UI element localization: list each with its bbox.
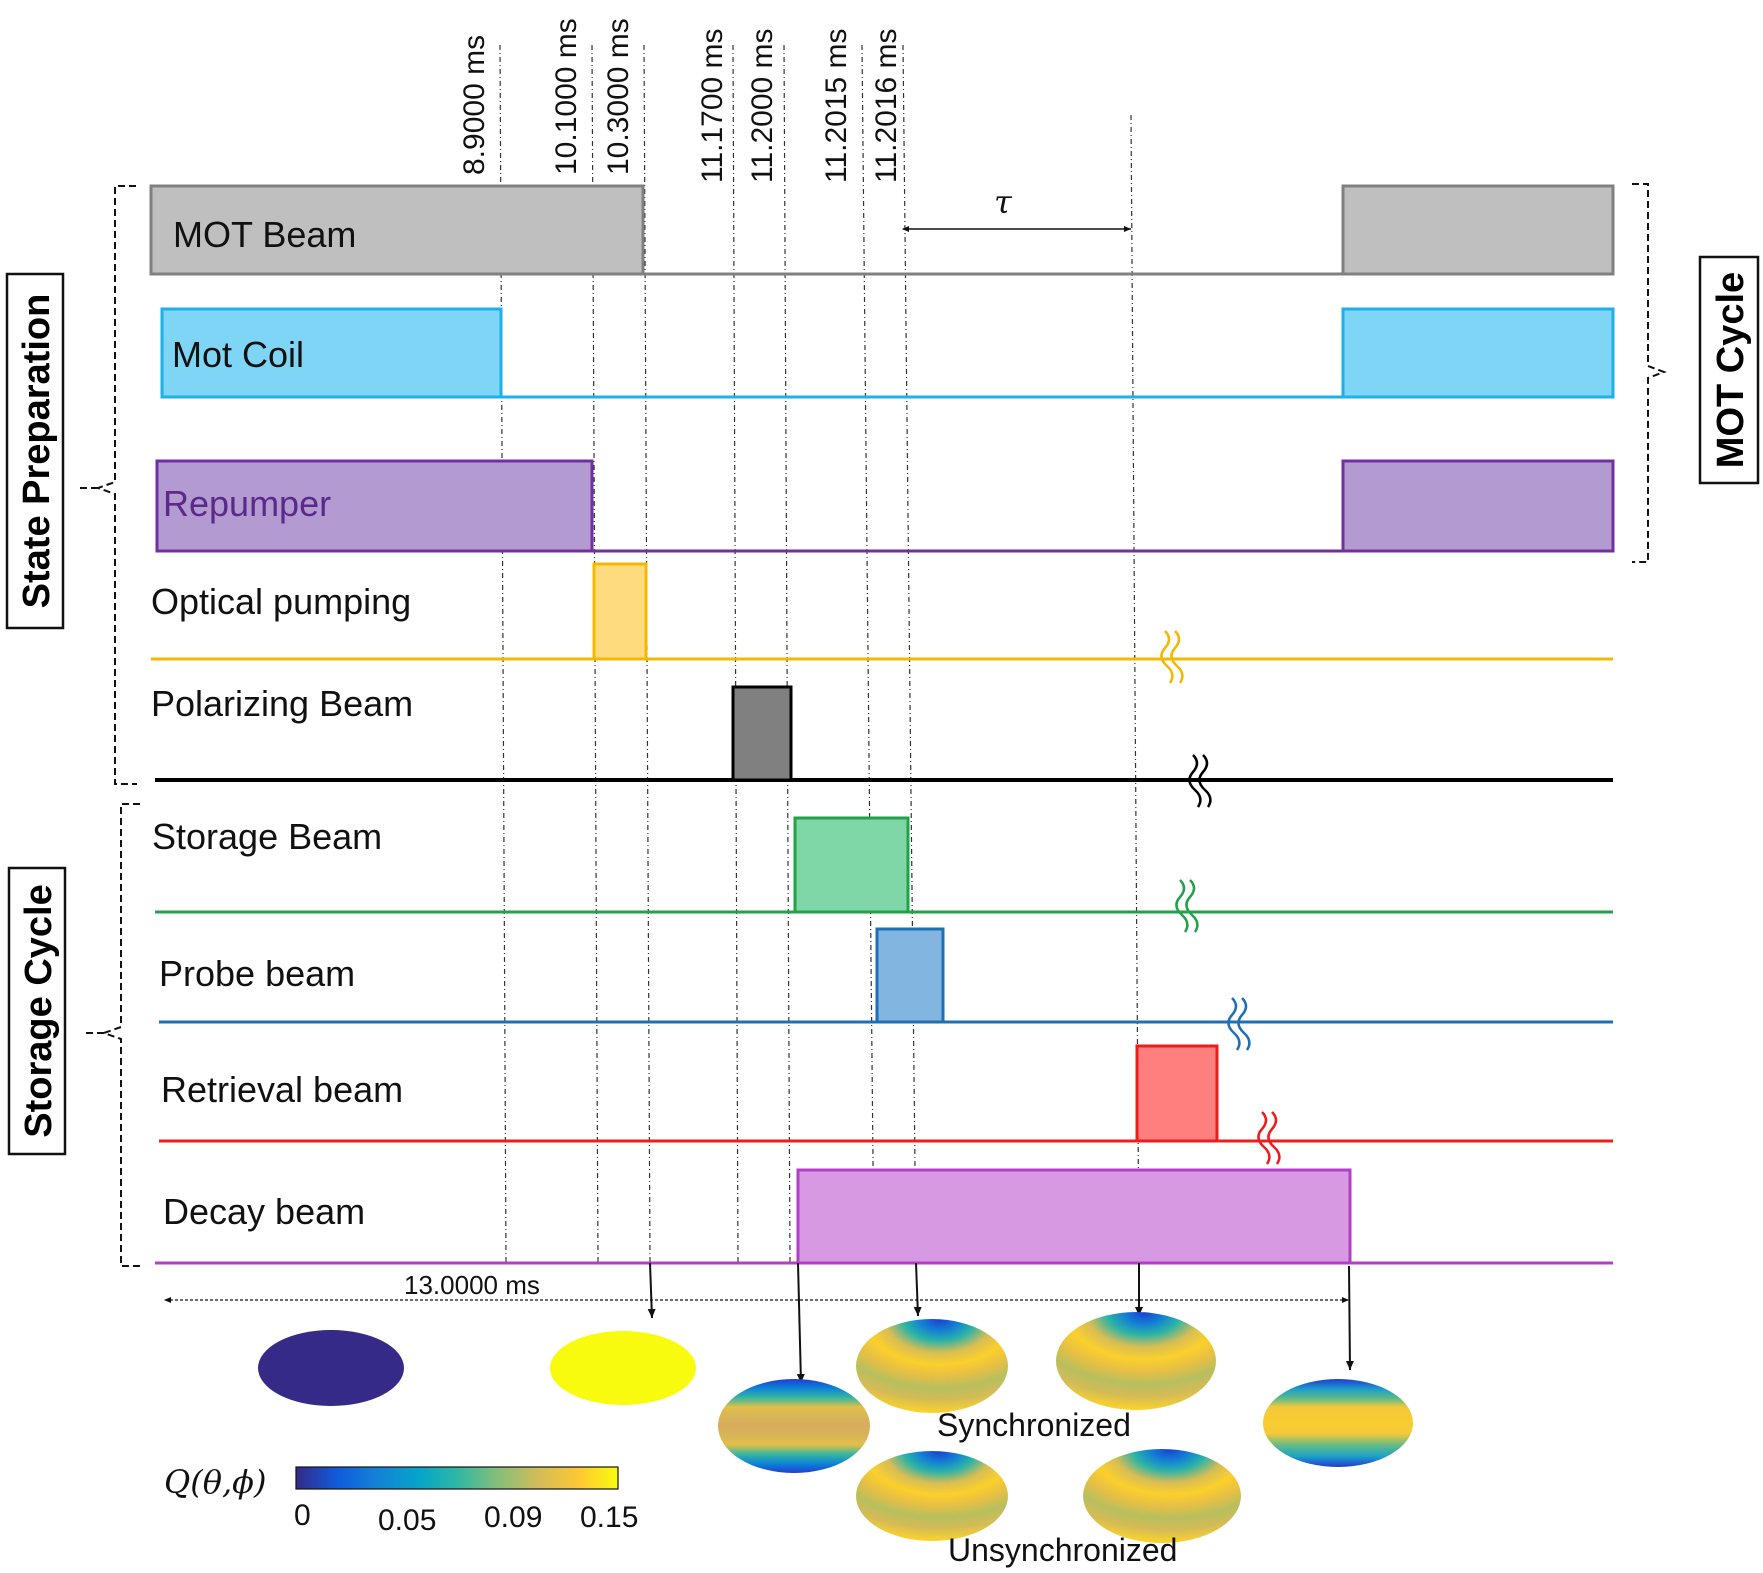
break-mark-polarizing [1188,754,1212,808]
break-mark-retrieval [1257,1111,1281,1165]
break-mark-probe [1227,997,1251,1051]
colorbar-tick-3: 0.15 [580,1501,638,1534]
group-storage-cycle: Storage Cycle [7,866,67,1156]
sphere-initial [258,1330,404,1406]
time-marker-labels: 8.9000 ms 10.1000 ms 10.3000 ms 11.1700 … [458,18,903,183]
break-mark-storage [1175,879,1199,933]
time-marker-5: 11.2015 ms [820,28,853,183]
sphere-arrows [647,1262,1354,1384]
channel-mot-beam: MOT Beam [149,184,1615,276]
sphere-decay-start [718,1379,870,1473]
channel-repumper: Repumper [155,459,1615,553]
channel-optical-pumping: Optical pumping [151,562,1613,684]
group-label-mot-cycle: MOT Cycle [1710,272,1752,468]
group-state-preparation: State Preparation [5,272,65,630]
total-duration: 13.0000 ms [164,1270,1349,1303]
sphere-unsync-1 [856,1451,1008,1541]
sphere-unsync-2 [1083,1449,1241,1543]
colorbar-label: Q(θ,ϕ) [164,1463,266,1501]
sphere-pumped [550,1331,696,1405]
colorbar: Q(θ,ϕ) 0 0.05 0.09 0.15 [164,1463,638,1537]
break-mark-optical [1160,630,1184,684]
label-repumper: Repumper [163,483,331,524]
time-marker-0: 8.9000 ms [458,35,491,175]
time-marker-3: 11.1700 ms [696,28,729,183]
label-polarizing-beam: Polarizing Beam [151,683,413,724]
sphere-sync-1 [856,1319,1008,1413]
channel-mot-coil: Mot Coil [160,307,1615,399]
channel-retrieval-beam: Retrieval beam [159,1044,1613,1165]
label-probe-beam: Probe beam [159,953,355,994]
bracket-mot-cycle [1632,183,1667,563]
colorbar-tick-2: 0.09 [484,1501,542,1534]
label-unsynchronized: Unsynchronized [948,1532,1177,1568]
time-marker-4: 11.2000 ms [746,28,779,183]
label-optical-pumping: Optical pumping [151,581,411,622]
tau-label: τ [994,183,1013,221]
label-synchronized: Synchronized [937,1407,1131,1443]
channel-probe-beam: Probe beam [159,927,1613,1051]
label-decay-beam: Decay beam [163,1191,365,1232]
bracket-storage-cycle [86,803,141,1267]
label-mot-beam: MOT Beam [173,214,356,255]
bracket-state-preparation [80,185,137,785]
group-mot-cycle: MOT Cycle [1698,255,1760,485]
label-retrieval-beam: Retrieval beam [161,1069,403,1110]
time-marker-6: 11.2016 ms [870,28,903,183]
colorbar-tick-0: 0 [294,1499,311,1532]
sphere-sync-2 [1056,1312,1216,1410]
group-label-storage-cycle: Storage Cycle [18,884,60,1137]
sphere-decay-end [1263,1379,1413,1467]
channel-polarizing-beam: Polarizing Beam [151,683,1613,808]
group-label-state-preparation: State Preparation [16,294,58,609]
channel-decay-beam: Decay beam [155,1168,1613,1265]
time-marker-2: 10.3000 ms [602,18,635,175]
tau-interval: τ [902,183,1131,232]
channel-storage-beam: Storage Beam [152,816,1613,933]
label-mot-coil: Mot Coil [172,334,304,375]
colorbar-tick-1: 0.05 [378,1504,436,1537]
total-duration-label: 13.0000 ms [404,1270,540,1300]
label-storage-beam: Storage Beam [152,816,382,857]
time-marker-1: 10.1000 ms [550,18,583,175]
